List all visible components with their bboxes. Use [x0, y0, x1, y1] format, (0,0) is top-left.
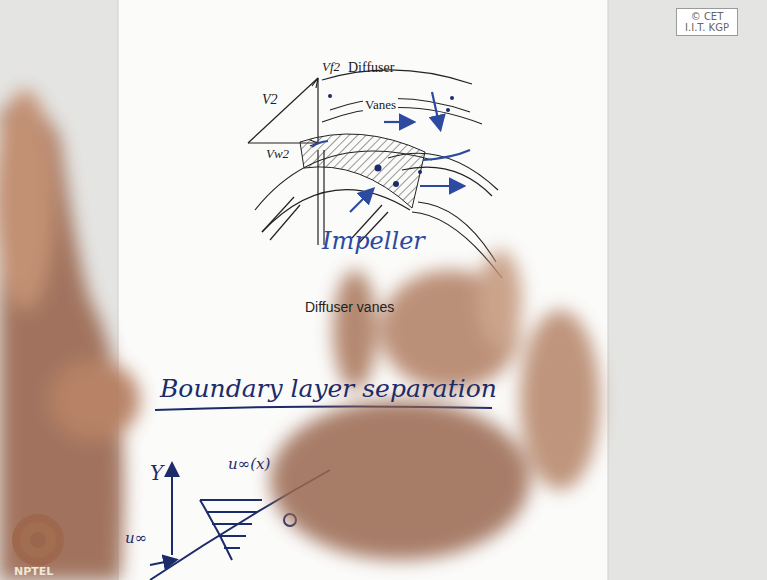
velocity-label: V2: [262, 92, 278, 107]
velocity-label: Vw2: [266, 147, 289, 161]
figure-caption: Diffuser vanes: [305, 300, 394, 315]
handwritten-note: Impeller: [322, 228, 425, 254]
copyright-box: © CET I.I.T. KGP: [680, 11, 734, 33]
part-name: Diffuser: [348, 60, 394, 75]
velocity-label: u∞: [125, 530, 147, 547]
velocity-label: Vf2: [322, 60, 340, 74]
copyright-box: © CET I.I.T. KGP: [676, 8, 738, 36]
handwritten-heading: Boundary layer separation: [160, 375, 497, 403]
logo-text: NPTEL: [14, 566, 53, 578]
velocity-label: u∞(x): [228, 456, 270, 473]
axis-label: Y: [150, 462, 163, 484]
part-name: Vanes: [363, 98, 398, 112]
